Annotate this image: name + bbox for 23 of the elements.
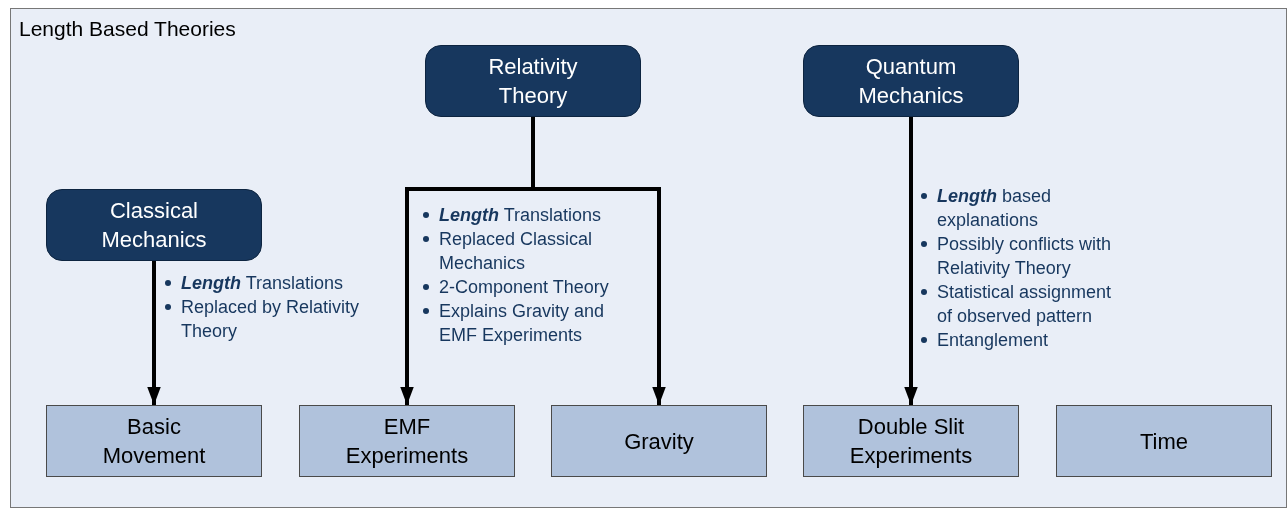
bullet-text: Statistical assignment of observed pattern <box>937 281 1113 328</box>
theory-box: Classical Mechanics <box>46 189 262 261</box>
bullet-text: 2-Component Theory <box>439 276 609 299</box>
topic-box: EMF Experiments <box>299 405 515 477</box>
arrow <box>904 117 918 405</box>
bullet-text: Replaced Classical Mechanics <box>439 228 594 275</box>
topic-box: Gravity <box>551 405 767 477</box>
bullet-text: Possibly conflicts with Relativity Theory <box>937 233 1113 280</box>
panel-heading: Length Based Theories <box>19 17 236 41</box>
topic-box: Time <box>1056 405 1272 477</box>
bullet-text: Length Translations <box>181 272 344 295</box>
arrow <box>147 261 161 405</box>
topic-box: Basic Movement <box>46 405 262 477</box>
bullet-text: Entanglement <box>937 329 1049 352</box>
topic-box: Double Slit Experiments <box>803 405 1019 477</box>
theory-box: Quantum Mechanics <box>803 45 1019 117</box>
theory-box: Relativity Theory <box>425 45 641 117</box>
bullet-text: Explains Gravity and EMF Experiments <box>439 300 606 347</box>
panel-background <box>10 8 1287 508</box>
arrow <box>531 117 666 405</box>
bullet-text: Length based explanations <box>937 185 1053 232</box>
bullet-text: Length Translations <box>439 204 602 227</box>
bullet-text: Replaced by Relativity Theory <box>181 296 361 343</box>
